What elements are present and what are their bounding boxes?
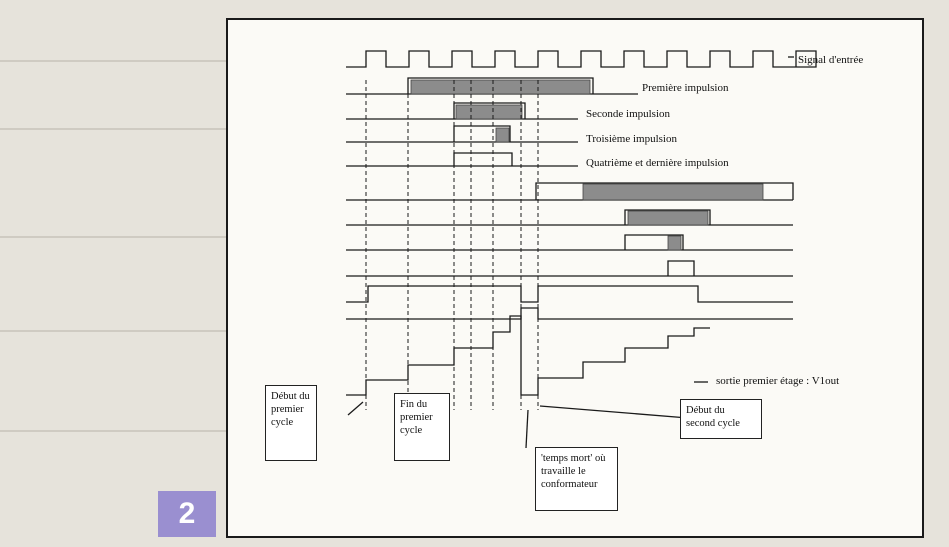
timing-diagram [346,50,817,449]
figure-number-badge: 2 [158,491,216,537]
output-staircase [346,315,710,396]
pulse2b-high [624,209,711,225]
background-text-line [0,330,226,332]
pulse1-high [407,77,594,94]
pulse1-fill [410,79,591,95]
control-line-1 [346,285,793,303]
pulse3b-high [624,234,684,250]
pulse4-high [453,152,513,166]
pulse3b-fill [667,235,682,251]
pulse1b-fill [582,183,764,201]
control-line-2 [346,307,793,320]
figure-frame: Signal d'entrée Première impulsion Secon… [226,18,924,538]
note-first-cycle-start: Début du premier cycle [265,385,317,461]
label-pulse-4: Quatrième et dernière impulsion [586,157,729,169]
background-text-line [0,430,226,432]
pulse2-fill [455,104,523,120]
pulse3-high [453,125,511,142]
label-input-signal: Signal d'entrée [798,54,864,66]
pulse3-fill [495,127,510,143]
background-text-line [0,236,226,238]
label-output: sortie premier étage : V1out [716,375,840,387]
leader-cycle2-start [539,405,689,419]
note-second-cycle-start: Début du second cycle [680,399,762,439]
label-pulse-3: Troisième impulsion [586,133,677,145]
background-text-line [0,128,226,130]
note-dead-time: 'temps mort' où travaille le conformateu… [535,447,618,511]
label-pulse-1: Première impulsion [642,82,729,94]
leader-dead-time [525,409,529,449]
input-signal-trace [346,50,817,68]
label-pulse-2: Seconde impulsion [586,108,671,120]
background-text-line [0,60,226,62]
leader-cycle1-start [347,401,364,416]
pulse1b-high [535,182,794,200]
pulse4b-high [667,260,695,276]
pulse2b-fill [627,210,709,226]
note-first-cycle-end: Fin du premier cycle [394,393,450,461]
